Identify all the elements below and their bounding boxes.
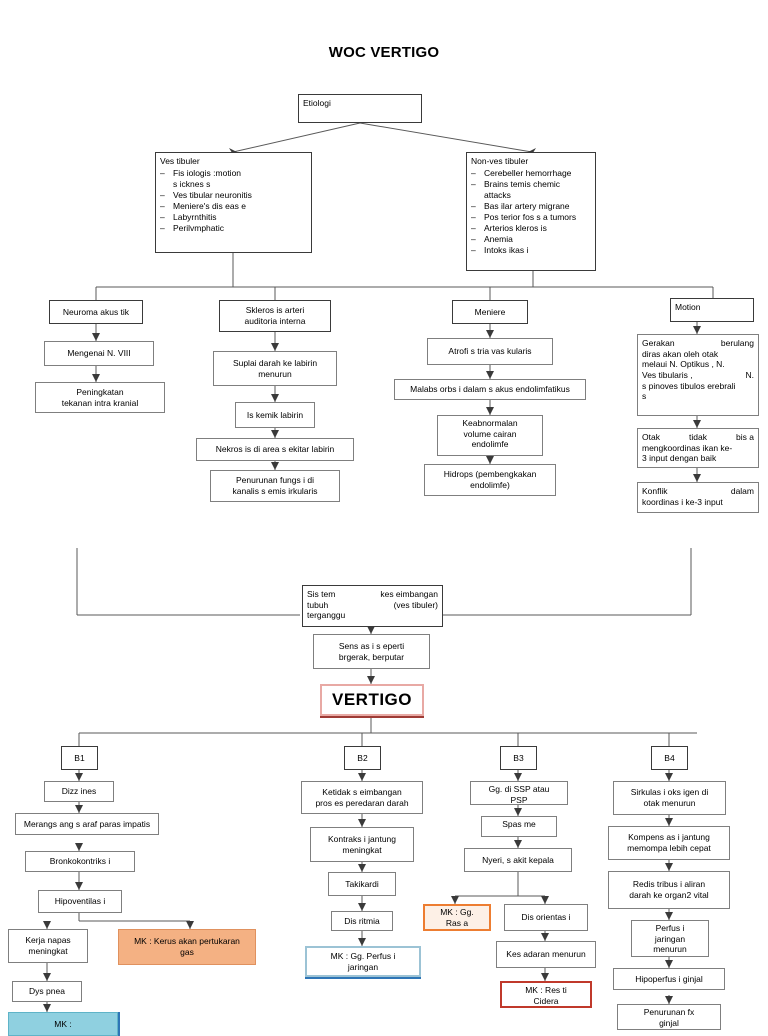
node-sklerosis-arteri[interactable]: Skleros is arteri auditoria interna	[219, 300, 331, 332]
node-b2[interactable]: B2	[344, 746, 381, 770]
non-vestibuler-header: Non-ves tibuler	[471, 156, 529, 166]
node-dizziness[interactable]: Dizz ines	[44, 781, 114, 802]
list-item: –Fis iologis :motion	[160, 168, 242, 179]
node-nekrosis-labirin[interactable]: Nekros is di area s ekitar labirin	[196, 438, 354, 461]
node-non-vestibuler[interactable]: Non-ves tibuler –Cerebeller hemorrhage –…	[466, 152, 596, 271]
node-sirkulasi-oksigen[interactable]: Sirkulas i oks igen di otak menurun	[613, 781, 726, 815]
node-otak-tidak-bisa[interactable]: Otak tidak bis a mengkoordinas ikan ke- …	[637, 428, 759, 468]
text-line: s	[642, 391, 647, 402]
node-mk-gg-rasa[interactable]: MK : Gg. Ras a	[423, 904, 491, 931]
node-hipoperfusi-ginjal[interactable]: Hipoperfus i ginjal	[613, 968, 725, 990]
node-suplai-darah[interactable]: Suplai darah ke labirin menurun	[213, 351, 337, 386]
node-penurunan-fx-ginjal[interactable]: Penurunan fx ginjal	[617, 1004, 721, 1030]
list-item: –Meniere's dis eas e	[160, 201, 246, 212]
node-b4[interactable]: B4	[651, 746, 688, 770]
list-item: –Pos terior fos s a tumors	[471, 212, 577, 223]
text-line: terganggu	[307, 610, 346, 621]
node-merangsang-saraf[interactable]: Merangs ang s araf paras impatis	[15, 813, 159, 835]
text-line: Sis tem kes eimbangan	[307, 589, 438, 599]
node-bronkokontriksi[interactable]: Bronkokontriks i	[25, 851, 135, 872]
node-ketidakseimbangan[interactable]: Ketidak s eimbangan pros es peredaran da…	[301, 781, 423, 814]
list-item: –Labyrnthitis	[160, 212, 217, 223]
list-item: –Ves tibular neuronitis	[160, 190, 252, 201]
list-item: –Intoks ikas i	[471, 245, 529, 256]
text-line: diras akan oleh otak	[642, 348, 719, 359]
node-atrofi-stria[interactable]: Atrofi s tria vas kularis	[427, 338, 553, 365]
node-takikardi[interactable]: Takikardi	[328, 872, 396, 896]
text-line: melaui N. Optikus , N.	[642, 359, 725, 370]
list-item: attacks	[484, 190, 511, 201]
node-mengenai-n8[interactable]: Mengenai N. VIII	[44, 341, 154, 366]
node-kerja-napas[interactable]: Kerja napas meningkat	[8, 929, 88, 963]
text-line: tubuh (ves tibuler)	[307, 599, 438, 610]
node-hidrops[interactable]: Hidrops (pembengkakan endolimfe)	[424, 464, 556, 496]
list-item: s icknes s	[173, 179, 211, 190]
node-mk-cyan-cutoff[interactable]: MK :	[8, 1012, 118, 1036]
node-disritmia[interactable]: Dis ritmia	[331, 911, 393, 931]
node-mk-resti-cidera[interactable]: MK : Res ti Cidera	[500, 981, 592, 1008]
text-line: Konflik dalam	[642, 486, 754, 496]
text-line: koordinas i ke-3 input	[642, 496, 723, 507]
node-vestibuler[interactable]: Ves tibuler –Fis iologis :motion s ickne…	[155, 152, 312, 253]
page-title: WOC VERTIGO	[328, 44, 440, 61]
list-item: –Perilvmphatic	[160, 223, 225, 234]
node-nyeri[interactable]: Nyeri, s akit kepala	[464, 848, 572, 872]
node-konflik-koordinasi[interactable]: Konflik dalam koordinas i ke-3 input	[637, 482, 759, 513]
node-motion[interactable]: Motion	[670, 298, 754, 322]
node-kompensasi-jantung[interactable]: Kompens as i jantung memompa lebih cepat	[608, 826, 730, 860]
list-item: –Anemia	[471, 234, 513, 245]
node-gerakan-berulang[interactable]: Gerakan berulang diras akan oleh otak me…	[637, 334, 759, 416]
node-gg-ssp[interactable]: Gg. di SSP atau PSP	[470, 781, 568, 805]
node-sensasi[interactable]: Sens as i s eperti brgerak, berputar	[313, 634, 430, 669]
node-etiologi[interactable]: Etiologi	[298, 94, 422, 123]
vestibuler-header: Ves tibuler	[160, 156, 200, 166]
node-keabnormalan[interactable]: Keabnormalan volume cairan endolimfe	[437, 415, 543, 456]
node-mk-kerusakan-pertukaran-gas[interactable]: MK : Kerus akan pertukaran gas	[118, 929, 256, 965]
text-line: mengkoordinas ikan ke-	[642, 442, 733, 453]
node-disorientasi[interactable]: Dis orientas i	[504, 904, 588, 931]
text-line: s pinoves tibulos erebrali	[642, 380, 736, 391]
list-item: –Bas ilar artery migrane	[471, 201, 570, 212]
node-perfusi-jaringan-menurun[interactable]: Perfus i jaringan menurun	[631, 920, 709, 957]
node-b3[interactable]: B3	[500, 746, 537, 770]
list-item: –Arterios kleros is	[471, 223, 547, 234]
text-line: Gerakan berulang	[642, 338, 754, 348]
node-malabsorbsi[interactable]: Malabs orbs i dalam s akus endolimfatiku…	[394, 379, 586, 400]
node-kesadaran-menurun[interactable]: Kes adaran menurun	[496, 941, 596, 968]
node-sistem-keseimbangan[interactable]: Sis tem kes eimbangan tubuh (ves tibuler…	[302, 585, 443, 627]
node-spasme[interactable]: Spas me	[481, 816, 557, 837]
text-line: Otak tidak bis a	[642, 432, 754, 442]
node-neuroma-akustik[interactable]: Neuroma akus tik	[49, 300, 143, 324]
text-line: Ves tibularis , N.	[642, 369, 754, 380]
node-vertigo[interactable]: VERTIGO	[320, 684, 424, 716]
node-meniere[interactable]: Meniere	[452, 300, 528, 324]
node-peningkatan-tik[interactable]: Peningkatan tekanan intra kranial	[35, 382, 165, 413]
node-redistribusi-aliran[interactable]: Redis tribus i aliran darah ke organ2 vi…	[608, 871, 730, 909]
node-penurunan-fungsi[interactable]: Penurunan fungs i di kanalis s emis irku…	[210, 470, 340, 502]
text-line: 3 input dengan baik	[642, 453, 717, 464]
node-kontraksi-jantung[interactable]: Kontraks i jantung meningkat	[310, 827, 414, 862]
node-hipoventilasi[interactable]: Hipoventilas i	[38, 890, 122, 913]
node-dyspnea[interactable]: Dys pnea	[12, 981, 82, 1002]
node-mk-gg-perfusi-jaringan[interactable]: MK : Gg. Perfus i jaringan	[305, 946, 421, 977]
node-iskemik-labirin[interactable]: Is kemik labirin	[235, 402, 315, 428]
node-b1[interactable]: B1	[61, 746, 98, 770]
list-item: –Cerebeller hemorrhage	[471, 168, 572, 179]
